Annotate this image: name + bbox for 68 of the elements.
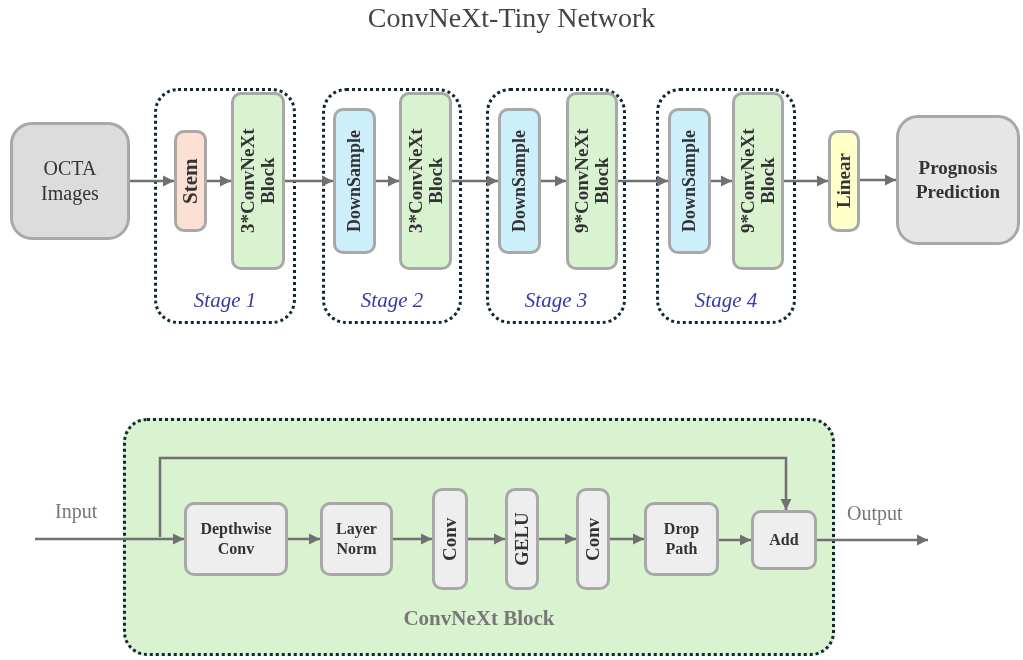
arrow (130, 175, 174, 187)
layer-label: 9*ConvNeXt Block (572, 127, 612, 236)
layer-box (505, 488, 539, 590)
io-label: Input (55, 500, 98, 523)
block-group (123, 418, 835, 656)
group-label: Stage 1 (193, 288, 257, 313)
stage-group (656, 88, 796, 324)
layer-box (399, 92, 452, 270)
arrow (610, 533, 644, 545)
layer-box (828, 130, 860, 232)
layer-box (566, 92, 618, 270)
arrow (618, 175, 668, 187)
arrow (539, 533, 576, 545)
layer-box (333, 108, 376, 254)
output-box (896, 115, 1020, 245)
arrow (711, 175, 732, 187)
input-box (10, 122, 130, 240)
layer-label: OCTA Images (40, 156, 100, 206)
layer-box (732, 92, 784, 270)
layer-label: Add (769, 530, 799, 550)
layer-box (498, 108, 541, 254)
arrow (207, 175, 231, 187)
layer-label: Linear (834, 152, 854, 211)
group-label: Stage 3 (524, 288, 588, 313)
layer-box (432, 488, 468, 590)
arrow (288, 533, 320, 545)
layer-box (644, 502, 719, 576)
arrow (784, 175, 828, 187)
layer-label: GELU (512, 511, 532, 568)
layer-label: Layer Norm (335, 519, 378, 559)
diagram-title: ConvNeXt-Tiny Network (367, 2, 656, 34)
layer-box (320, 502, 393, 576)
layer-label: Conv (583, 516, 603, 563)
arrow (393, 533, 432, 545)
group-label: ConvNeXt Block (403, 606, 555, 631)
layer-label: Stem (179, 157, 202, 206)
arrow (817, 534, 928, 546)
arrow (376, 175, 399, 187)
layer-label: 9*ConvNeXt Block (738, 127, 778, 236)
layer-label: DownSample (510, 129, 529, 234)
stage-group (322, 88, 462, 324)
layer-box (174, 130, 207, 232)
stage-group (154, 88, 296, 324)
layer-label: DownSample (680, 129, 699, 234)
layer-label: 3*ConvNeXt Block (238, 127, 278, 236)
arrow (719, 534, 751, 546)
layer-box (576, 488, 610, 590)
arrow (158, 456, 792, 537)
layer-label: DownSample (345, 129, 364, 234)
arrow (452, 175, 498, 187)
arrow (285, 175, 333, 187)
io-label: Output (847, 502, 903, 525)
arrow (860, 174, 896, 186)
stage-group (486, 88, 626, 324)
layer-label: Depthwise Conv (199, 519, 273, 559)
layer-label: 3*ConvNeXt Block (405, 127, 446, 236)
arrow (35, 533, 184, 545)
layer-label: Conv (440, 516, 460, 563)
group-label: Stage 2 (360, 288, 424, 313)
layer-box (751, 510, 817, 570)
layer-box (231, 92, 285, 270)
layer-label: Prognosis Prediction (914, 156, 1002, 204)
layer-box (184, 502, 288, 576)
group-label: Stage 4 (694, 288, 758, 313)
layer-label: Drop Path (662, 519, 701, 559)
layer-box (668, 108, 711, 254)
arrow (468, 533, 505, 545)
arrow (541, 175, 566, 187)
